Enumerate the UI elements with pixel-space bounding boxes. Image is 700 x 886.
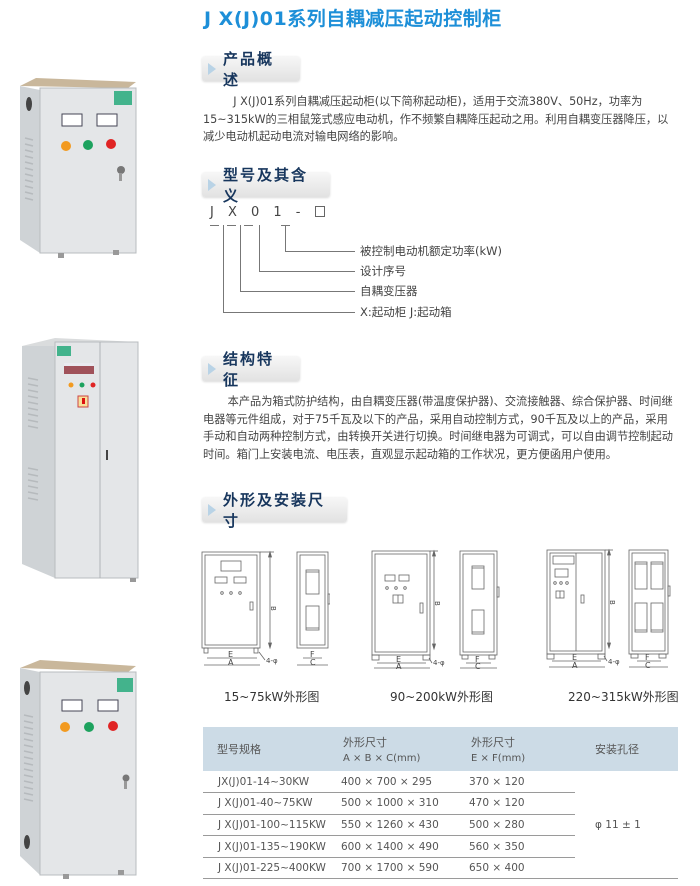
svg-text:A: A bbox=[396, 662, 402, 669]
arrow-icon bbox=[208, 362, 216, 375]
drawing-caption-3: 220~315kW外形图 bbox=[568, 690, 679, 704]
svg-text:C: C bbox=[310, 658, 316, 666]
model-code-diagram: J X 0 1 - 被控制电动机额定功率(kW) 设计序号 自耦变压器 X:起动… bbox=[210, 205, 550, 325]
drawing-caption-1: 15~75kW外形图 bbox=[224, 690, 320, 704]
table-row: J X(J)01-225~400KW 700 × 1700 × 590 650 … bbox=[203, 857, 678, 880]
svg-text:B: B bbox=[608, 600, 616, 605]
header-hole: 安装孔径 bbox=[595, 743, 639, 756]
svg-text:E: E bbox=[228, 650, 233, 659]
svg-text:E: E bbox=[572, 653, 577, 662]
model-code: J X 0 1 - bbox=[210, 205, 325, 220]
section-heading-structure: 结构特征 bbox=[202, 350, 300, 389]
model-desc-serial: 设计序号 bbox=[360, 264, 406, 278]
outline-drawing-90-200kw: B EA 4-φ FC bbox=[371, 549, 500, 669]
arrow-icon bbox=[208, 178, 216, 191]
svg-text:C: C bbox=[645, 661, 651, 668]
outline-drawing-15-75kw: B EA 4-φ FC bbox=[201, 550, 330, 666]
svg-text:A: A bbox=[228, 658, 234, 666]
svg-text:E: E bbox=[396, 655, 401, 664]
overview-paragraph: J X(J)01系列自耦减压起动柜(以下简称起动柜)，适用于交流380V、50H… bbox=[203, 95, 669, 143]
outline-drawing-220-315kw: B EA 4-φ FC bbox=[546, 548, 671, 668]
table-row: J X(J)01-100~115KW 550 × 1260 × 430 500 … bbox=[203, 814, 678, 837]
model-desc-type: X:起动柜 J:起动箱 bbox=[360, 305, 452, 319]
cabinet-photo-tall bbox=[22, 338, 139, 582]
svg-text:B: B bbox=[269, 606, 277, 611]
table-header-row: 型号规格 外形尺寸 A × B × C(mm) 外形尺寸 E × F(mm) 安… bbox=[203, 727, 678, 771]
svg-text:C: C bbox=[475, 662, 481, 669]
section-heading-dimensions: 外形及安装尺寸 bbox=[202, 491, 347, 530]
table-row: JX(J)01-14~30KW 400 × 700 × 295 370 × 12… bbox=[203, 771, 678, 880]
model-desc-power: 被控制电动机额定功率(kW) bbox=[360, 244, 503, 258]
header-ef: 外形尺寸 E × F(mm) bbox=[471, 736, 526, 764]
svg-text:A: A bbox=[572, 661, 578, 668]
svg-text:4-φ: 4-φ bbox=[608, 658, 620, 666]
table-row: J X(J)01-40~75KW 500 × 1000 × 310 470 × … bbox=[203, 792, 678, 815]
arrow-icon bbox=[208, 62, 216, 75]
model-desc-transformer: 自耦变压器 bbox=[360, 284, 418, 298]
header-model: 型号规格 bbox=[217, 743, 261, 756]
header-abc: 外形尺寸 A × B × C(mm) bbox=[343, 736, 421, 764]
page-title: J X(J)01系列自耦减压起动控制柜 bbox=[204, 8, 502, 30]
svg-text:4-φ: 4-φ bbox=[433, 659, 445, 667]
hole-value: φ 11 ± 1 bbox=[575, 771, 678, 880]
placeholder-box-icon bbox=[314, 206, 325, 217]
section-heading-overview: 产品概述 bbox=[202, 50, 300, 89]
svg-text:F: F bbox=[475, 655, 480, 664]
svg-text:F: F bbox=[310, 650, 315, 659]
dimensions-table: 型号规格 外形尺寸 A × B × C(mm) 外形尺寸 E × F(mm) 安… bbox=[203, 727, 678, 880]
table-row: J X(J)01-135~190KW 600 × 1400 × 490 560 … bbox=[203, 835, 678, 858]
structure-paragraph: 本产品为箱式防护结构，由自耦变压器(带温度保护器)、交流接触器、综合保护器、时间… bbox=[203, 395, 673, 461]
drawing-caption-2: 90~200kW外形图 bbox=[390, 690, 494, 704]
svg-text:B: B bbox=[433, 601, 441, 606]
cabinet-photo-small bbox=[20, 78, 137, 258]
arrow-icon bbox=[208, 503, 216, 516]
section-heading-model: 型号及其含义 bbox=[202, 166, 330, 205]
svg-text:F: F bbox=[645, 653, 650, 662]
cabinet-photo-medium bbox=[20, 660, 137, 879]
svg-text:4-φ: 4-φ bbox=[266, 657, 278, 665]
